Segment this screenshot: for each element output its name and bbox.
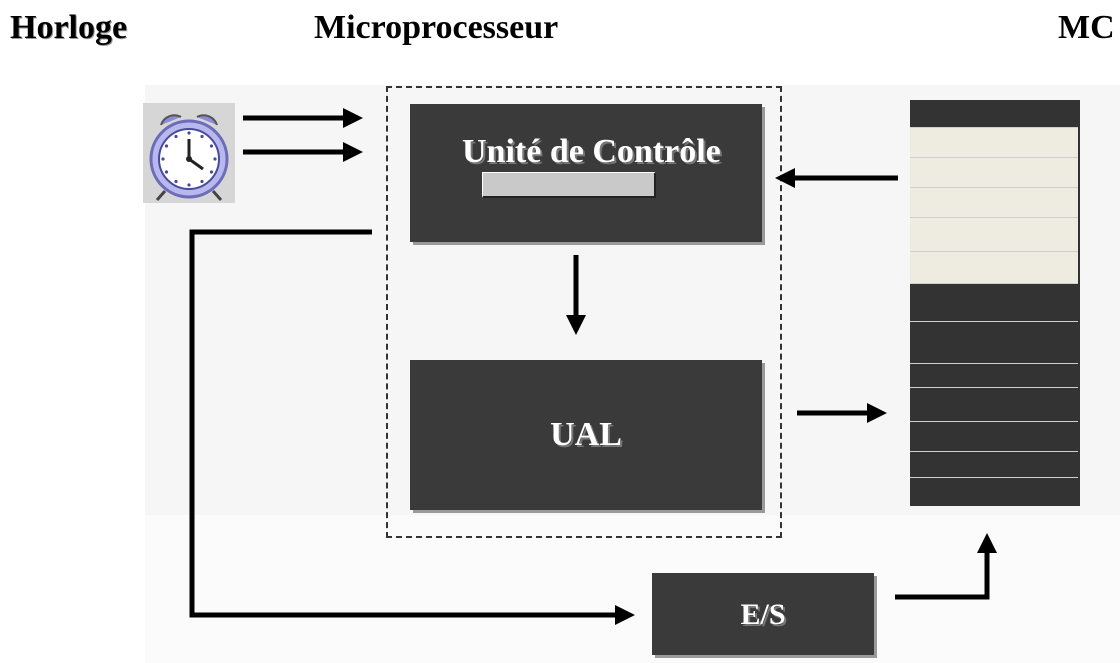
memory-cell	[910, 218, 1078, 252]
alu-label: UAL	[550, 416, 622, 453]
memory-cell	[910, 388, 1078, 422]
clock-heading: Horloge	[10, 9, 128, 46]
memory-cell	[910, 364, 1078, 388]
memory-cell	[910, 158, 1078, 188]
instruction-register	[482, 172, 656, 198]
io-label: E/S	[740, 598, 786, 631]
io-block: E/S	[652, 573, 874, 655]
memory-cell	[910, 188, 1078, 218]
memory-cell	[910, 284, 1078, 322]
memory-cell	[910, 422, 1078, 452]
memory-cell	[910, 452, 1078, 478]
processor-heading: Microprocesseur	[314, 9, 559, 46]
memory-cell	[910, 100, 1078, 128]
memory-cell	[910, 478, 1078, 506]
control-unit-label: Unité de Contrôle	[462, 133, 721, 170]
memory-cell	[910, 128, 1078, 158]
memory-cell	[910, 252, 1078, 284]
memory-cell	[910, 322, 1078, 364]
control-unit-block: Unité de Contrôle	[410, 104, 762, 242]
alu-block: UAL	[410, 360, 762, 510]
memory-stack	[910, 100, 1080, 506]
alarm-clock-icon	[143, 103, 235, 203]
memory-heading: MC	[1058, 9, 1115, 46]
